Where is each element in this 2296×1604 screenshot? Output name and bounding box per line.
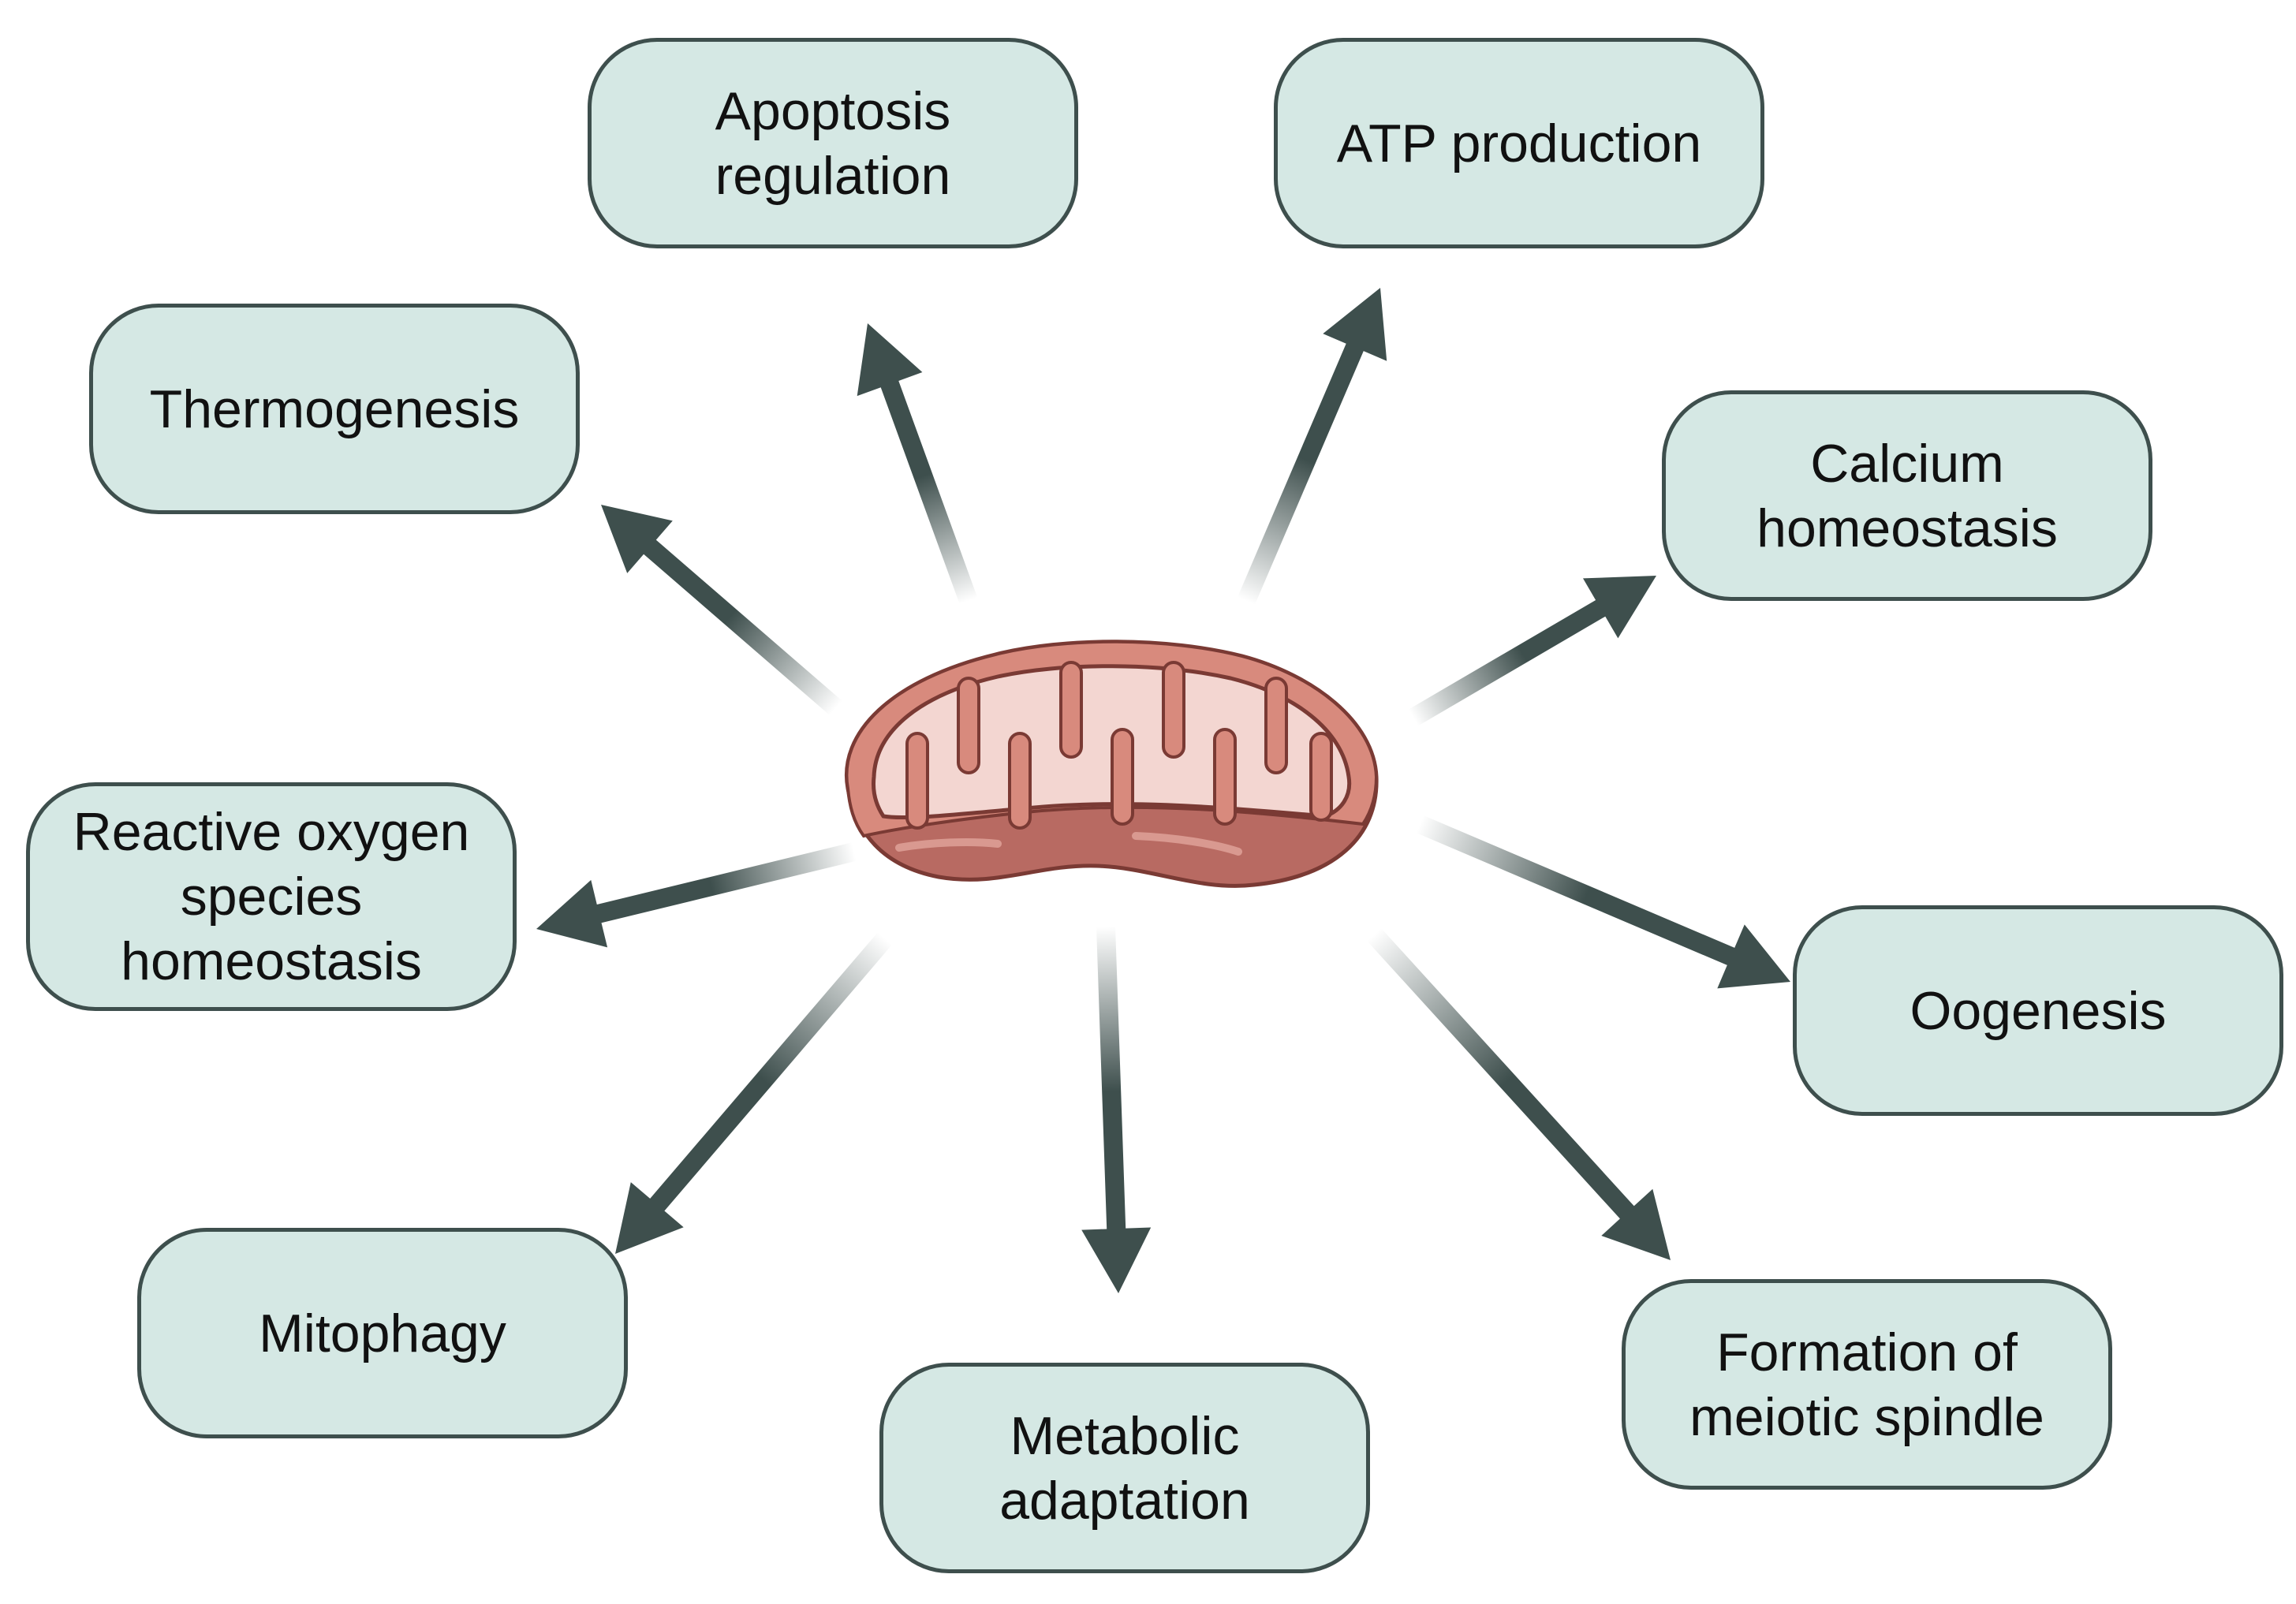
node-mitophagy: Mitophagy <box>137 1228 628 1438</box>
node-line: regulation <box>715 145 951 206</box>
node-formation-of-meiotic-spindle: Formation of meiotic spindle <box>1622 1279 2112 1490</box>
node-metabolic-adaptation: Metabolic adaptation <box>879 1363 1370 1573</box>
arrow-to-reactive-oxygen-species-homeostasis <box>536 842 857 948</box>
node-apoptosis-regulation: Apoptosis regulation <box>588 38 1078 248</box>
node-line: species <box>180 867 363 927</box>
node-line: Metabolic <box>1010 1405 1240 1466</box>
node-line: Apoptosis <box>715 80 951 141</box>
arrow-to-formation-of-meiotic-spindle <box>1367 927 1671 1260</box>
node-line: Mitophagy <box>259 1303 506 1363</box>
node-line: Oogenesis <box>1910 980 2167 1041</box>
node-atp-production: ATP production <box>1274 38 1764 248</box>
node-line: Calcium <box>1810 433 2004 494</box>
node-line: ATP production <box>1336 113 1702 173</box>
mitochondrion-icon <box>845 640 1379 888</box>
arrow-to-apoptosis-regulation <box>857 323 978 605</box>
node-line: Reactive oxygen <box>73 802 470 862</box>
node-line: meiotic spindle <box>1689 1386 2044 1447</box>
arrow-to-metabolic-adaptation <box>1081 926 1152 1293</box>
node-line: homeostasis <box>121 931 422 991</box>
arrow-to-atp-production <box>1238 288 1387 605</box>
arrows <box>536 288 1790 1293</box>
node-thermogenesis: Thermogenesis <box>89 304 580 514</box>
node-line: adaptation <box>999 1470 1250 1531</box>
arrow-to-thermogenesis <box>601 505 842 716</box>
arrow-to-mitophagy <box>615 932 893 1254</box>
node-oogenesis: Oogenesis <box>1793 905 2283 1116</box>
node-reactive-oxygen-species-homeostasis: Reactive oxygen species homeostasis <box>26 782 517 1011</box>
arrow-to-oogenesis <box>1416 815 1790 989</box>
node-calcium-homeostasis: Calcium homeostasis <box>1662 390 2152 601</box>
node-line: Thermogenesis <box>149 379 520 439</box>
arrow-to-calcium-homeostasis <box>1408 576 1656 726</box>
node-line: Formation of <box>1716 1322 2018 1382</box>
node-line: homeostasis <box>1757 498 2058 558</box>
